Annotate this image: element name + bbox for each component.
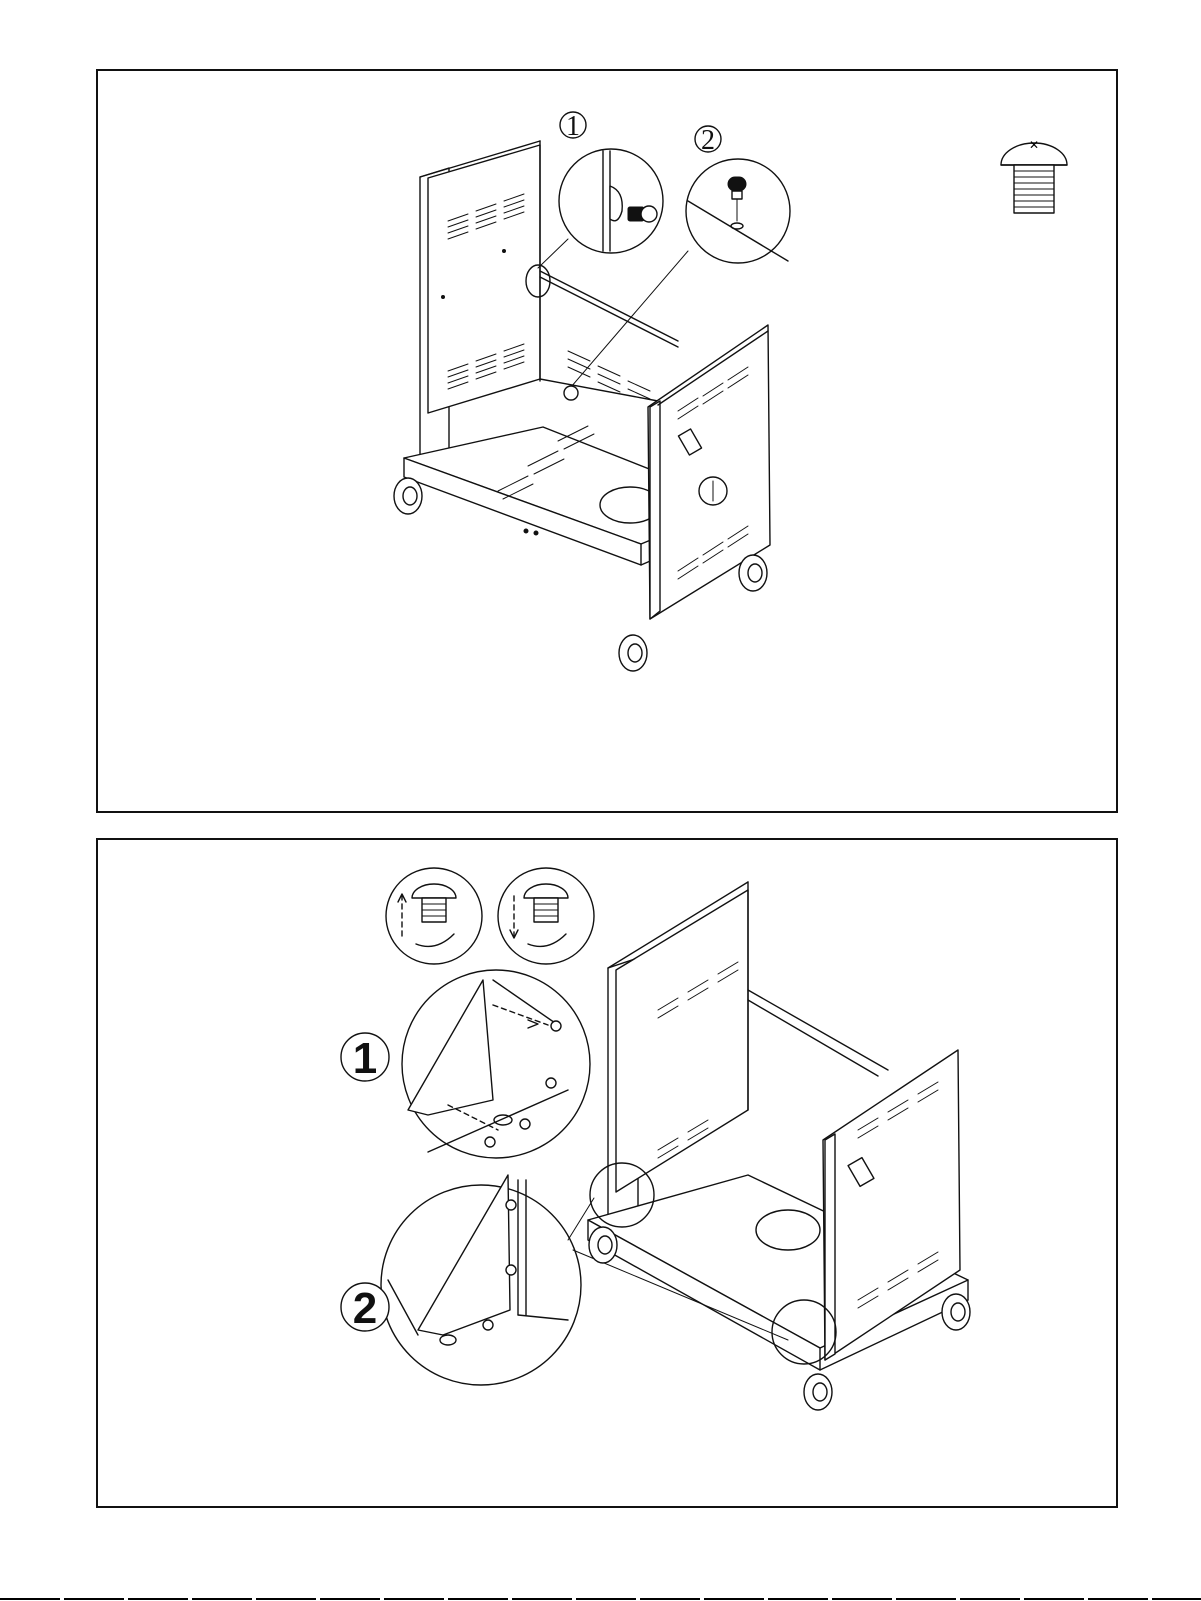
callout-label-2-bottom: 2 [341,1283,389,1333]
callout-number-2-bottom: 2 [353,1284,377,1333]
svg-text:✕: ✕ [1029,138,1039,152]
callout-number-1: 1 [566,111,580,142]
callout-number-2: 2 [701,125,715,156]
assembly-step-panel-top: 1 2 ✕ [96,69,1118,813]
assembly-step-panel-bottom: 1 2 [96,838,1118,1508]
left-side-panel [420,141,540,467]
detail-callout-1-bottom [402,970,590,1158]
rotate-counterclockwise-icon [386,868,482,964]
detail-callout-2-bottom [381,1175,581,1385]
cart-frame-bottom [568,882,968,1370]
detail-callout-1: 1 [526,111,663,297]
callout-label-1-bottom: 1 [341,1033,389,1083]
back-panel [540,271,678,401]
bolt-icon: ✕ [1001,138,1067,213]
page-footer-rule [0,1598,1201,1600]
cart-frame-illustration-top: 1 2 ✕ [98,71,1120,815]
callout-number-1-bottom: 1 [353,1034,377,1083]
rotate-clockwise-icon [498,868,594,964]
cart-frame-illustration-bottom: 1 2 [98,840,1120,1510]
